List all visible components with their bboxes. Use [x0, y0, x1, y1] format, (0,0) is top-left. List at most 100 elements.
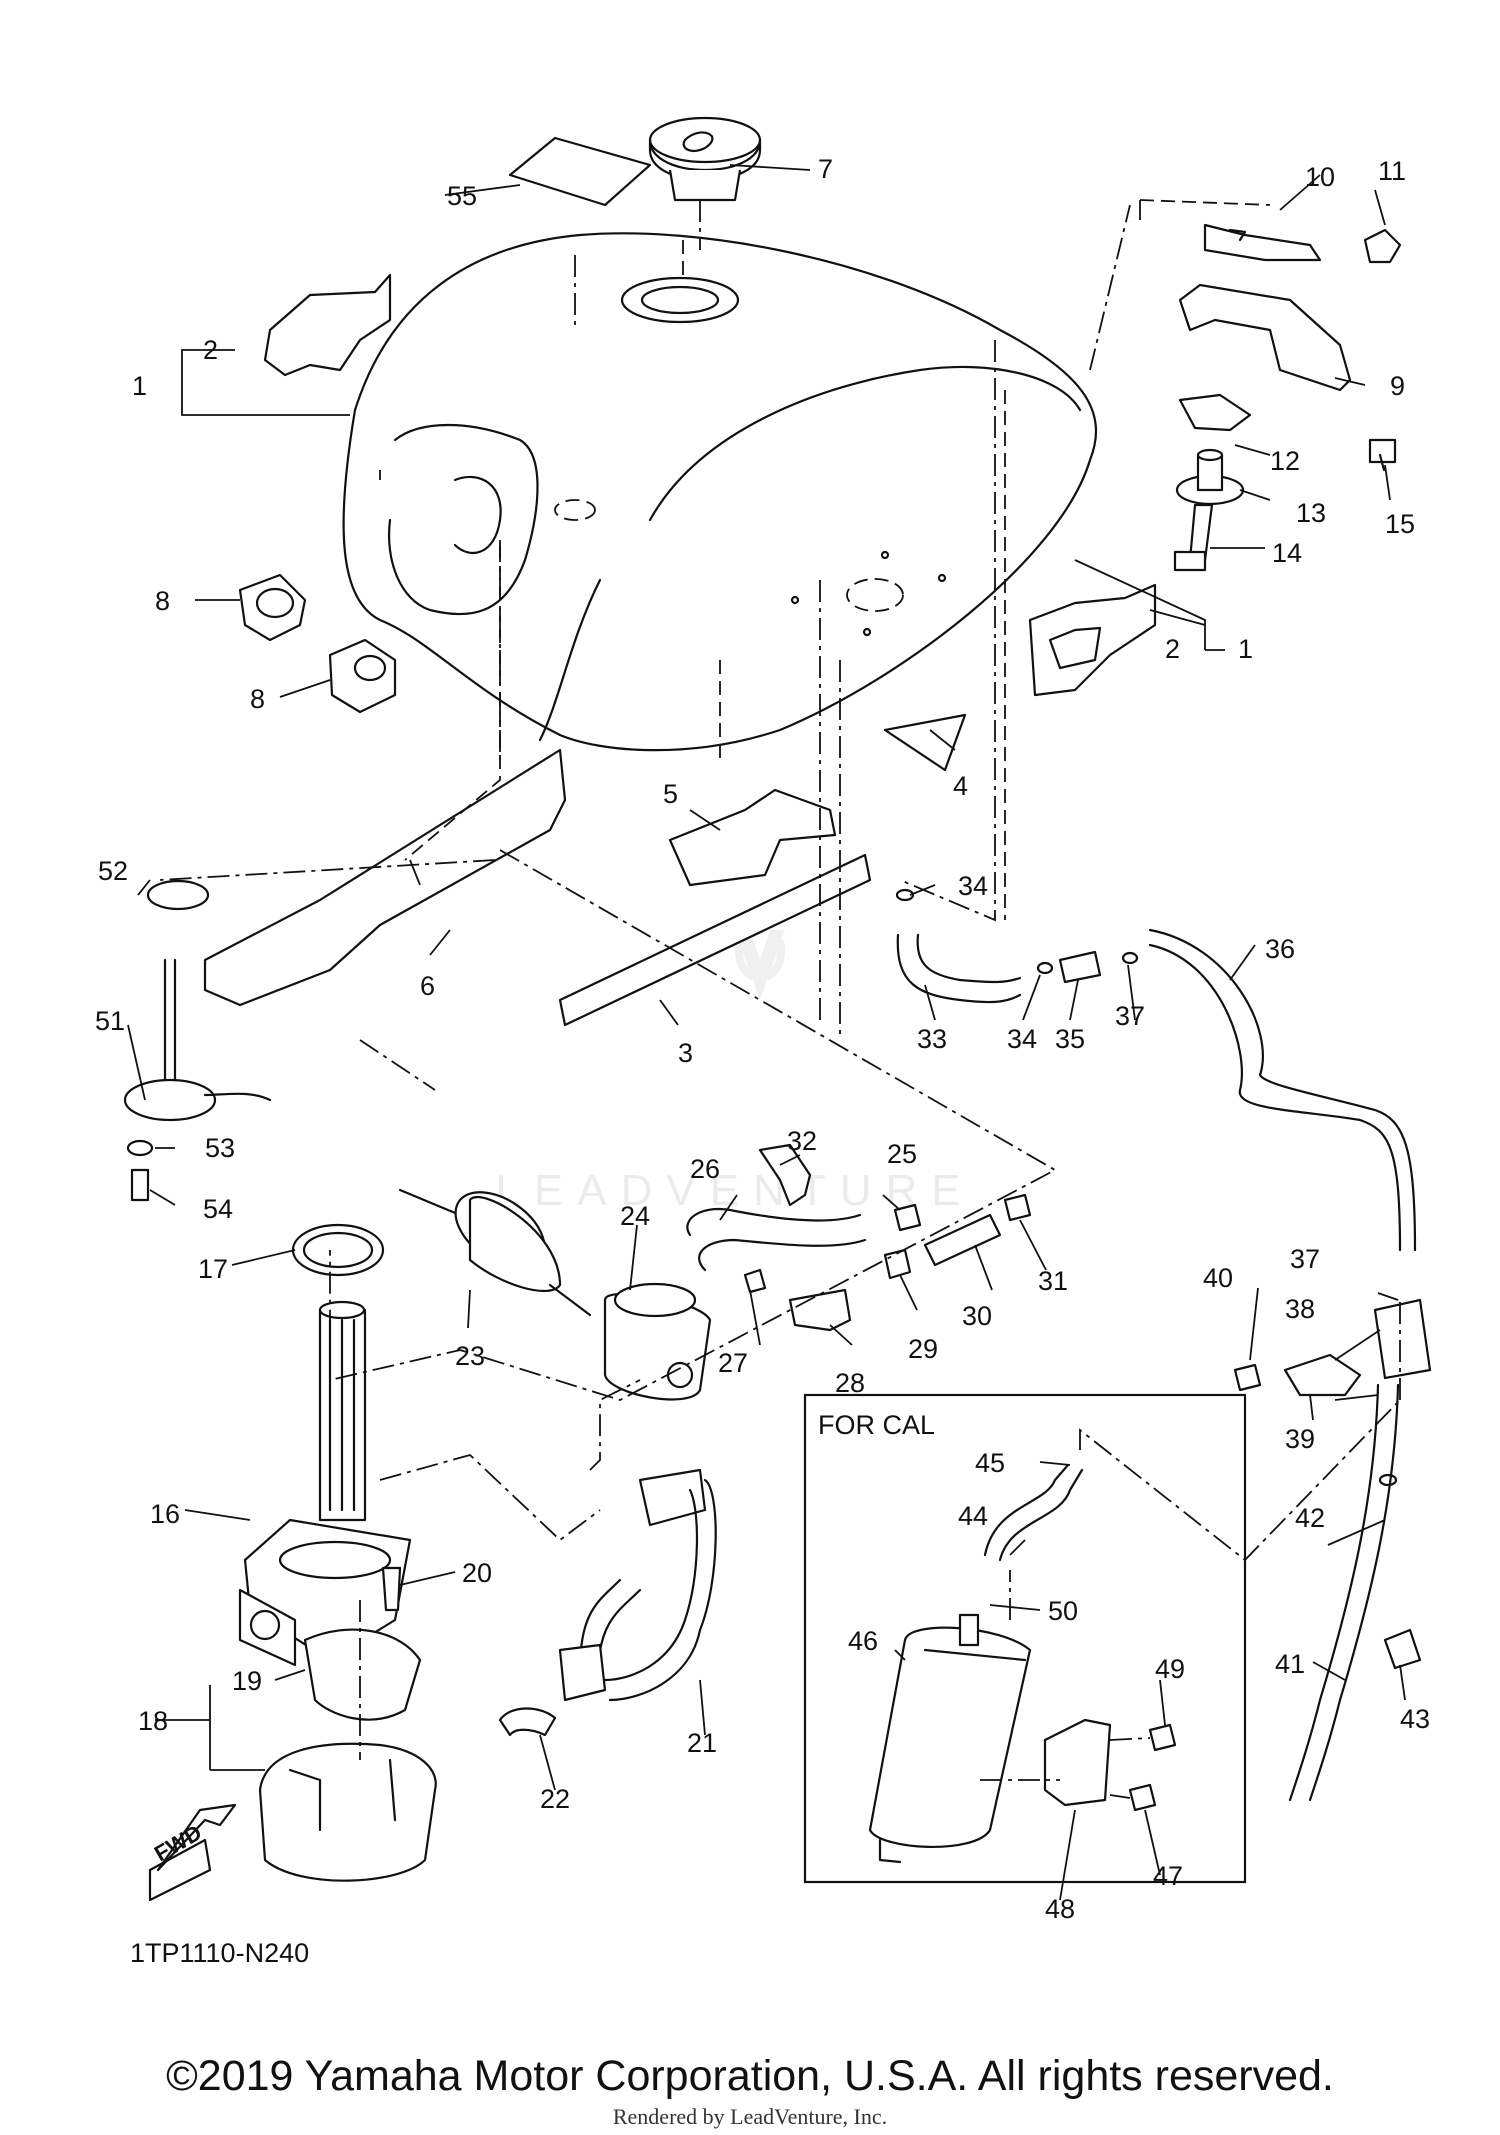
label-54: 54: [203, 1194, 233, 1224]
label-35: 35: [1055, 1024, 1085, 1054]
label-33: 33: [917, 1024, 947, 1054]
washer-37: [1121, 951, 1139, 965]
label-43: 43: [1400, 1704, 1430, 1734]
hose-26: [686, 1207, 867, 1272]
label-15: 15: [1385, 509, 1415, 539]
render-credit: Rendered by LeadVenture, Inc.: [612, 2104, 888, 2129]
hose-41: [1288, 1383, 1400, 1802]
label-11: 11: [1378, 156, 1406, 186]
label-51: 51: [95, 1006, 125, 1036]
washer-53: [126, 1139, 154, 1157]
diagram-code: 1TP1110-N240: [130, 1938, 309, 1968]
label-20: 20: [462, 1558, 492, 1588]
label-38: 38: [1285, 1294, 1315, 1324]
fuel-cap: [648, 116, 762, 202]
label-42: 42: [1295, 1503, 1325, 1533]
sender-51: [123, 958, 272, 1122]
tank-emblem-right: [1028, 583, 1157, 697]
injector-hose-21: [558, 1468, 717, 1702]
hose-33-inner: [916, 933, 1022, 984]
label-53: 53: [205, 1133, 235, 1163]
label-39: 39: [1285, 1424, 1315, 1454]
label-19: 19: [232, 1666, 262, 1696]
tank-cover-cap-upper: [238, 573, 307, 642]
fwd-arrow-icon: FWD: [148, 1803, 237, 1902]
hose-36-inner: [1148, 928, 1417, 1252]
label-8-lower: 8: [250, 684, 265, 714]
label-49: 49: [1155, 1654, 1185, 1684]
seal-ring-17: [291, 1223, 385, 1277]
clamp-32: [758, 1143, 812, 1207]
bolt-49: [1148, 1723, 1177, 1752]
label-27: 27: [718, 1348, 748, 1378]
bolt-15: [1368, 438, 1397, 472]
fuel-filter-38: [1373, 1298, 1432, 1380]
bolt-14: [1173, 503, 1214, 572]
label-2-left: 2: [203, 335, 218, 365]
hose-30: [923, 1213, 1002, 1267]
copyright-notice: ©2019 Yamaha Motor Corporation, U.S.A. A…: [166, 2052, 1334, 2100]
watermark-logo: [734, 930, 786, 1000]
clip-11: [1363, 228, 1402, 264]
label-10: 10: [1305, 162, 1335, 192]
washer-34b: [1036, 961, 1054, 975]
label-1-left: 1: [132, 371, 147, 401]
clamp-31: [1003, 1193, 1032, 1222]
clamp-42: [1378, 1473, 1398, 1487]
clamp-25: [893, 1203, 922, 1232]
hose-44-inner: [983, 1463, 1070, 1557]
label-55: 55: [447, 181, 477, 211]
label-28: 28: [835, 1368, 865, 1398]
label-7: 7: [818, 154, 833, 184]
label-48: 48: [1045, 1894, 1075, 1924]
label-4: 4: [953, 771, 968, 801]
label-40: 40: [1203, 1263, 1233, 1293]
label-52: 52: [98, 856, 128, 886]
rivet-40: [1233, 1363, 1262, 1392]
part-labels: 1 2 55 7 10 11 9 12 13 14 15 2 1 8 8 5 4…: [95, 154, 1430, 1968]
label-21: 21: [687, 1728, 717, 1758]
label-26: 26: [690, 1154, 720, 1184]
canister-46: [868, 1613, 1032, 1864]
collar-13: [1175, 448, 1245, 506]
fuel-pump-body: [238, 1518, 412, 1667]
label-36: 36: [1265, 934, 1295, 964]
bolt-47: [1128, 1783, 1157, 1812]
label-5: 5: [663, 779, 678, 809]
label-29: 29: [908, 1334, 938, 1364]
label-46: 46: [848, 1626, 878, 1656]
label-47: 47: [1153, 1861, 1183, 1891]
label-50: 50: [1048, 1596, 1078, 1626]
bracket-39: [1283, 1353, 1362, 1397]
pump-cover-19: [303, 1628, 422, 1721]
bracket-48: [1043, 1718, 1112, 1807]
label-8-upper: 8: [155, 586, 170, 616]
label-31: 31: [1038, 1266, 1068, 1296]
fuel-tank: [342, 232, 1098, 752]
label-1-right: 1: [1238, 634, 1253, 664]
clamp-27: [743, 1268, 767, 1294]
pad-5: [668, 788, 837, 887]
label-37-b: 37: [1290, 1244, 1320, 1274]
tank-emblem-left: [263, 273, 392, 377]
label-14: 14: [1272, 538, 1302, 568]
side-cover-panel: [203, 748, 567, 1007]
cal-box: [803, 1393, 1247, 1884]
label-18: 18: [138, 1706, 168, 1736]
leader-lines: [127, 164, 1406, 1901]
label-13: 13: [1296, 498, 1326, 528]
label-23: 23: [455, 1341, 485, 1371]
label-6: 6: [420, 971, 435, 1001]
clamp-43: [1383, 1628, 1422, 1670]
label-24: 24: [620, 1201, 650, 1231]
damper-12: [1178, 393, 1252, 432]
gasket-52: [146, 879, 210, 911]
pad-4: [883, 713, 967, 772]
fuel-pump-tube: [318, 1300, 367, 1522]
label-34-a: 34: [958, 871, 988, 901]
fuel-filter-23: [398, 1188, 592, 1317]
label-34-b: 34: [1007, 1024, 1037, 1054]
bracket-plate: [1178, 283, 1352, 392]
label-44: 44: [958, 1501, 988, 1531]
